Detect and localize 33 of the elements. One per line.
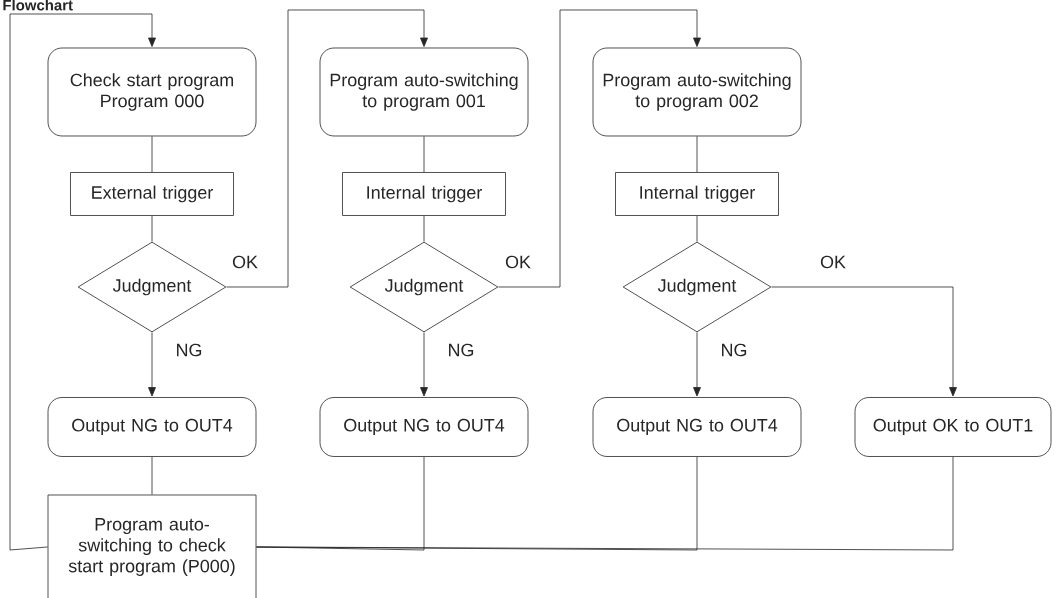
connector: [151, 456, 153, 495]
connector: [696, 215, 698, 242]
process-box: Internal trigger: [342, 172, 506, 216]
process-box: Check start program Program 000: [47, 47, 257, 137]
title: Flowchart: [3, 0, 73, 11]
process-box: Program auto-switching to program 002: [592, 47, 802, 137]
connector: [151, 215, 153, 242]
process-box: Internal trigger: [615, 172, 779, 216]
connector: [9, 13, 156, 551]
connector: [423, 136, 425, 173]
process-box: Output NG to OUT4: [47, 397, 257, 457]
process-box: External trigger: [70, 172, 234, 216]
connector: [423, 215, 425, 242]
edge-label: OK: [819, 254, 847, 270]
edge-label: NG: [719, 342, 749, 358]
edge-label: NG: [174, 342, 204, 358]
connector: [256, 456, 954, 551]
process-box: Program auto-switching to program 001: [319, 47, 529, 137]
connector: [498, 9, 701, 288]
connector: [148, 332, 156, 397]
edge-label: OK: [504, 254, 532, 270]
connector: [693, 332, 701, 397]
process-box: Output NG to OUT4: [319, 397, 529, 457]
edge-label: NG: [446, 342, 476, 358]
process-box: Program auto-switching to check start program (P000): [47, 494, 257, 598]
connector: [771, 286, 957, 397]
connector: [696, 136, 698, 173]
connector: [151, 136, 153, 173]
process-box: Output NG to OUT4: [592, 397, 802, 457]
process-box: Output OK to OUT1: [854, 397, 1052, 457]
connector: [420, 332, 428, 397]
edge-label: OK: [231, 254, 259, 270]
connector: [226, 9, 428, 288]
